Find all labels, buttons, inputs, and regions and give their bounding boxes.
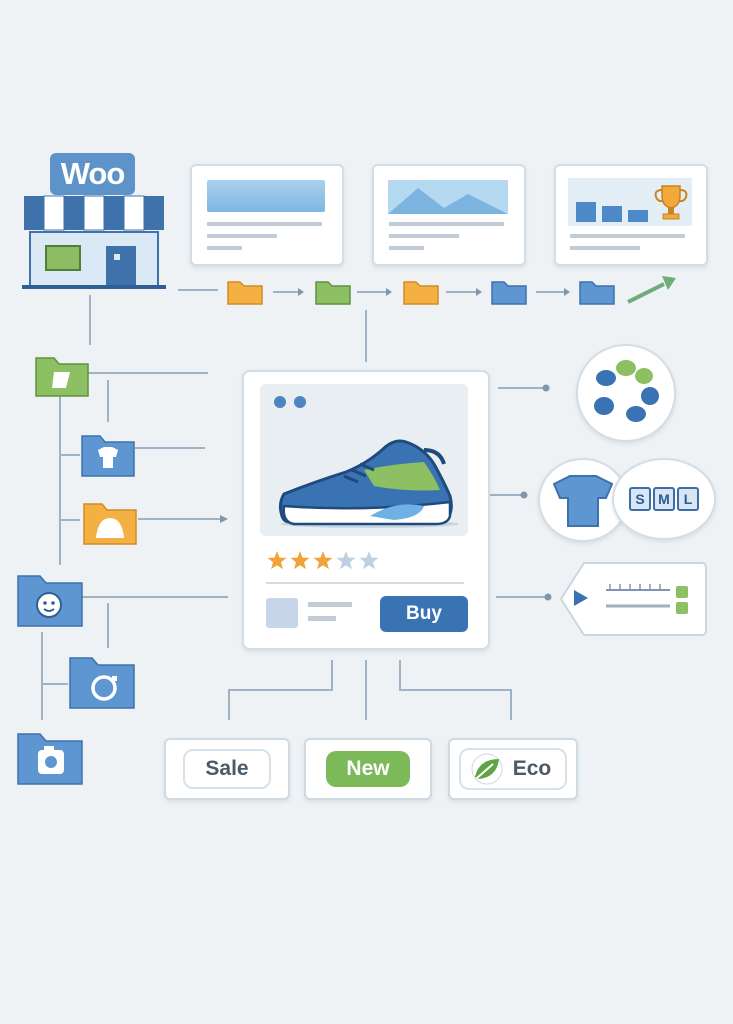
thumbnail	[266, 598, 298, 628]
text-line	[207, 234, 277, 238]
folder-icon[interactable]	[490, 278, 528, 306]
sale-label: Sale	[183, 749, 271, 789]
tag-sale[interactable]: Sale	[164, 738, 290, 800]
folder-camera-2[interactable]	[16, 730, 84, 786]
color-palette-circle[interactable]	[576, 344, 676, 442]
star-filled-icon	[267, 551, 287, 570]
divider	[266, 582, 464, 584]
star-rating	[267, 551, 379, 570]
star-filled-icon	[290, 551, 310, 570]
product-card[interactable]: Buy	[242, 370, 490, 650]
price-tag-icon[interactable]	[558, 560, 708, 638]
shoe-icon	[278, 439, 458, 528]
text-line	[207, 222, 322, 226]
text-line	[207, 246, 242, 250]
text-line	[570, 234, 685, 238]
top-card-2[interactable]	[372, 164, 526, 266]
folder-tshirt[interactable]	[80, 432, 136, 478]
top-card-1[interactable]	[190, 164, 344, 266]
woo-logo	[50, 153, 135, 195]
buy-button[interactable]: Buy	[380, 596, 468, 632]
woo-store[interactable]: Woo	[20, 150, 168, 292]
text-line	[570, 246, 640, 250]
woo-logo-text: Woo	[60, 156, 126, 191]
text-line	[389, 234, 459, 238]
folder-camera[interactable]	[68, 654, 136, 710]
tshirt-icon	[552, 475, 614, 527]
text-line	[308, 616, 336, 621]
folder-icon[interactable]	[578, 278, 616, 306]
tag-new[interactable]: New	[304, 738, 432, 800]
folder-icon[interactable]	[226, 278, 264, 306]
star-empty-icon	[336, 551, 356, 570]
tshirt-icon	[98, 447, 118, 468]
banner-image	[207, 180, 325, 212]
arrow-icon	[627, 276, 676, 304]
text-line	[389, 222, 504, 226]
new-label: New	[326, 751, 410, 787]
star-filled-icon	[313, 551, 333, 570]
text-line	[389, 246, 424, 250]
tag-eco[interactable]: Eco	[448, 738, 578, 800]
dot-indicator	[294, 396, 306, 408]
eco-label: Eco	[512, 757, 552, 780]
leaf-icon	[471, 753, 503, 785]
size-m[interactable]: M	[653, 487, 675, 511]
star-empty-icon	[359, 551, 379, 570]
size-s[interactable]: S	[629, 487, 651, 511]
top-card-3[interactable]	[554, 164, 708, 266]
product-image	[260, 384, 468, 536]
text-line	[308, 602, 352, 607]
folder-face[interactable]	[16, 572, 84, 628]
camera-icon	[91, 675, 117, 701]
store-icon	[22, 195, 166, 289]
dot-indicator	[274, 396, 286, 408]
folder-orange[interactable]	[82, 500, 138, 546]
tshirt-circle[interactable]	[538, 458, 628, 542]
folder-green[interactable]	[34, 354, 90, 398]
folder-icon[interactable]	[402, 278, 440, 306]
trophy-icon	[654, 185, 688, 220]
color-palette-icon	[594, 360, 659, 422]
folder-icon[interactable]	[314, 278, 352, 306]
size-selector[interactable]: S M L	[612, 458, 716, 540]
mountain-image	[388, 180, 508, 214]
size-l[interactable]: L	[677, 487, 699, 511]
